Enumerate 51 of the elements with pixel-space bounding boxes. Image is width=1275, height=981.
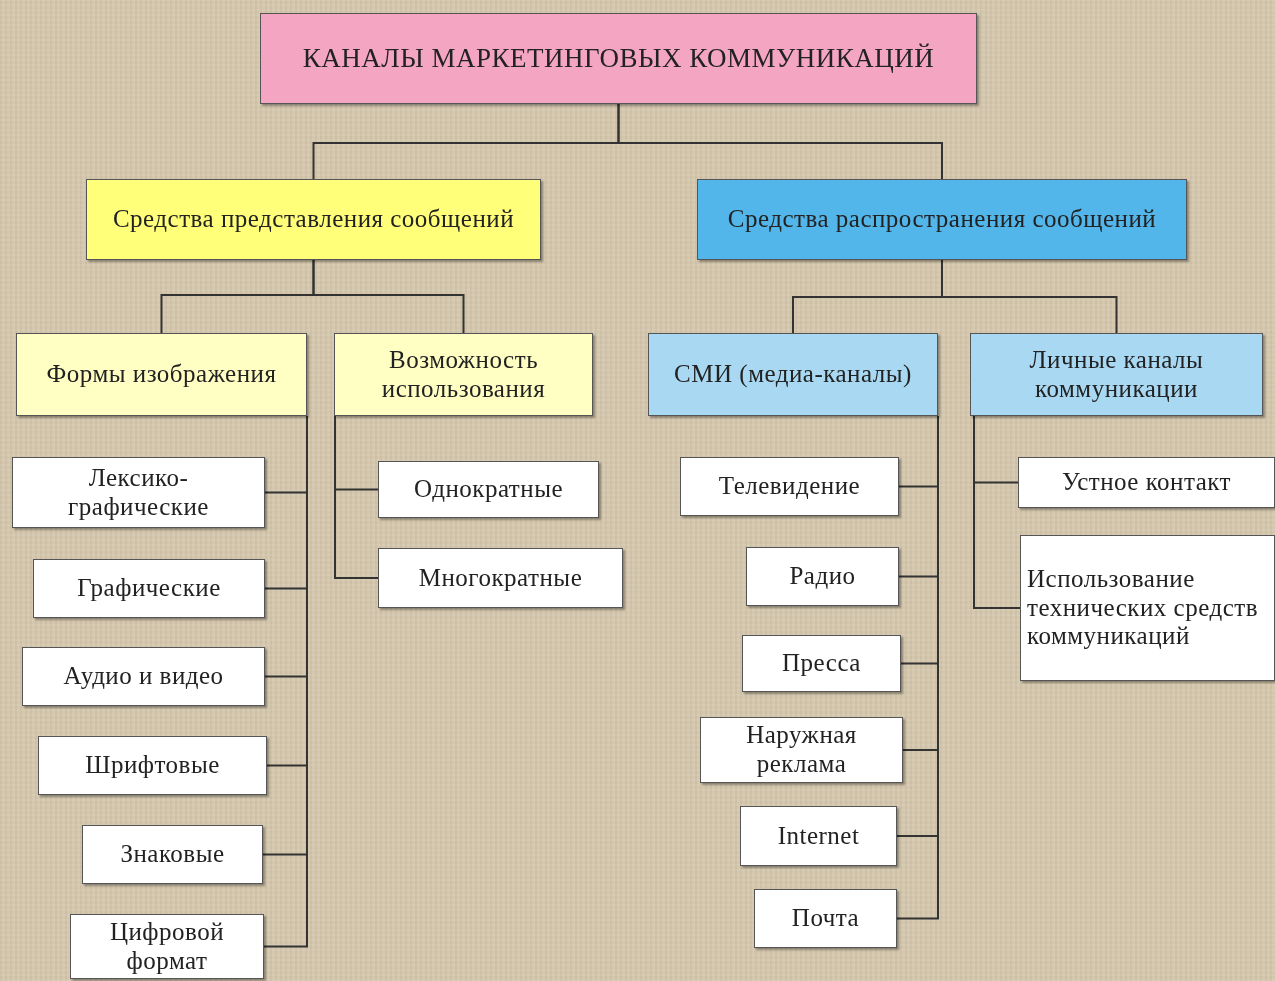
connector-line bbox=[617, 103, 943, 180]
subcategory-box bbox=[334, 333, 593, 416]
connector-line bbox=[973, 415, 1021, 609]
channel-box bbox=[12, 457, 265, 528]
channel-box bbox=[1018, 457, 1275, 508]
channel-box bbox=[70, 914, 264, 979]
box-label: Знаковые bbox=[120, 840, 225, 869]
box-label: Многократные bbox=[418, 563, 583, 593]
box-label: Internet bbox=[777, 821, 860, 851]
channel-box bbox=[378, 548, 623, 608]
box-label: Наружная реклама bbox=[745, 721, 858, 779]
category-box bbox=[86, 179, 541, 260]
channel-box bbox=[82, 825, 263, 884]
box-label: Средства распространения сообщений bbox=[727, 205, 1157, 234]
box-label: Шрифтовые bbox=[85, 751, 220, 780]
box-label: Средства представления сообщений bbox=[112, 205, 515, 234]
connector-line bbox=[941, 259, 1118, 334]
category-box bbox=[697, 179, 1187, 260]
subcategory-box bbox=[16, 333, 307, 416]
box-label: Использование технических средств коммуникаций bbox=[1027, 564, 1260, 652]
channel-box bbox=[33, 559, 265, 618]
box-label: Устное контакт bbox=[1061, 468, 1232, 497]
channel-box bbox=[700, 717, 903, 783]
box-label: Однократные bbox=[413, 475, 564, 504]
channel-box bbox=[38, 736, 267, 795]
title-box bbox=[260, 13, 977, 104]
channel-box bbox=[378, 461, 599, 518]
channel-box bbox=[1020, 535, 1275, 681]
connector-line bbox=[334, 415, 379, 579]
box-label: СМИ (медиа-каналы) bbox=[674, 360, 912, 389]
channel-box bbox=[742, 635, 901, 692]
box-label: Аудио и видео bbox=[63, 662, 224, 691]
box-label: Пресса bbox=[782, 649, 861, 678]
box-label: Возможность использования bbox=[380, 345, 547, 404]
connector-line bbox=[312, 259, 465, 334]
heading-label: КАНАЛЫ МАРКЕТИНГОВЫХ КОММУНИКАЦИЙ bbox=[302, 42, 935, 74]
box-label: Телевидение bbox=[718, 472, 861, 501]
box-label: Графические bbox=[77, 574, 221, 603]
subcategory-box bbox=[970, 333, 1263, 416]
box-label: Почта bbox=[791, 904, 860, 933]
channel-box bbox=[740, 806, 897, 866]
channel-box bbox=[22, 647, 265, 706]
box-label: Цифровой формат bbox=[108, 917, 226, 976]
box-label: Формы изображения bbox=[46, 360, 277, 389]
channel-box bbox=[746, 547, 899, 606]
box-label: Лексико-графические bbox=[67, 463, 210, 522]
channel-box bbox=[680, 457, 899, 516]
subcategory-box bbox=[648, 333, 938, 416]
channel-box bbox=[754, 889, 897, 948]
box-label: Личные каналы коммуникации bbox=[1028, 345, 1205, 404]
box-label: Радио bbox=[789, 562, 856, 591]
